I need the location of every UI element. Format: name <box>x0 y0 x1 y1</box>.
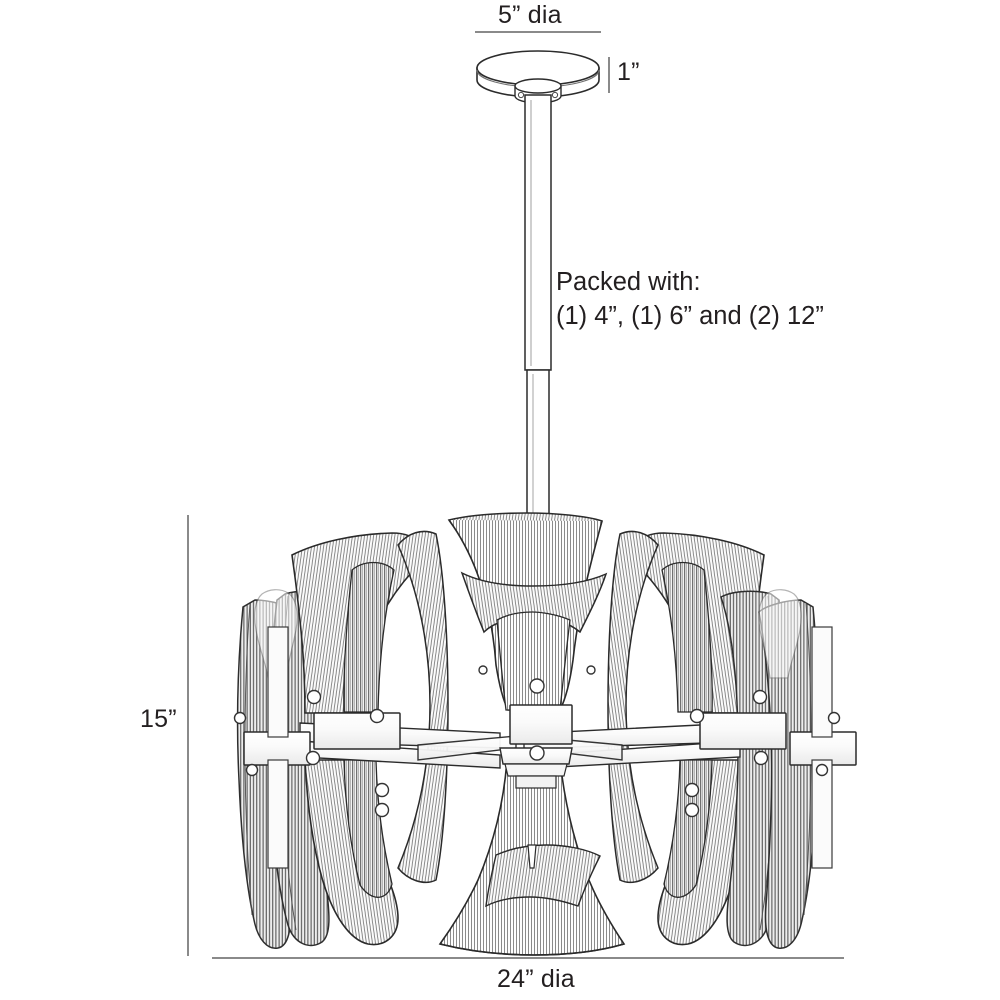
fixture-diameter-label: 24” dia <box>497 965 575 993</box>
pleated-glass-drum-shade <box>233 512 857 956</box>
fixture-height-label: 15” <box>140 705 177 733</box>
glass-panel-right <box>607 530 765 946</box>
band-collars <box>243 704 857 766</box>
packed-with-detail: (1) 4”, (1) 6” and (2) 12” <box>556 302 824 330</box>
dimension-lines <box>187 31 844 959</box>
band-left <box>313 712 401 750</box>
lamp-bulb-right <box>758 589 802 679</box>
downrod <box>524 94 552 519</box>
band-center <box>509 704 573 745</box>
canopy-diameter-label: 5” dia <box>498 1 562 29</box>
packed-with-title: Packed with: <box>556 268 701 296</box>
packed-with-note: Packed with: (1) 4”, (1) 6” and (2) 12” <box>556 265 824 333</box>
canopy-height-label: 1” <box>617 58 640 86</box>
band-spines <box>267 626 833 869</box>
glass-panel-center <box>438 512 626 956</box>
fasteners <box>233 665 841 818</box>
band-right <box>699 712 787 750</box>
glass-panel-left <box>291 530 449 946</box>
